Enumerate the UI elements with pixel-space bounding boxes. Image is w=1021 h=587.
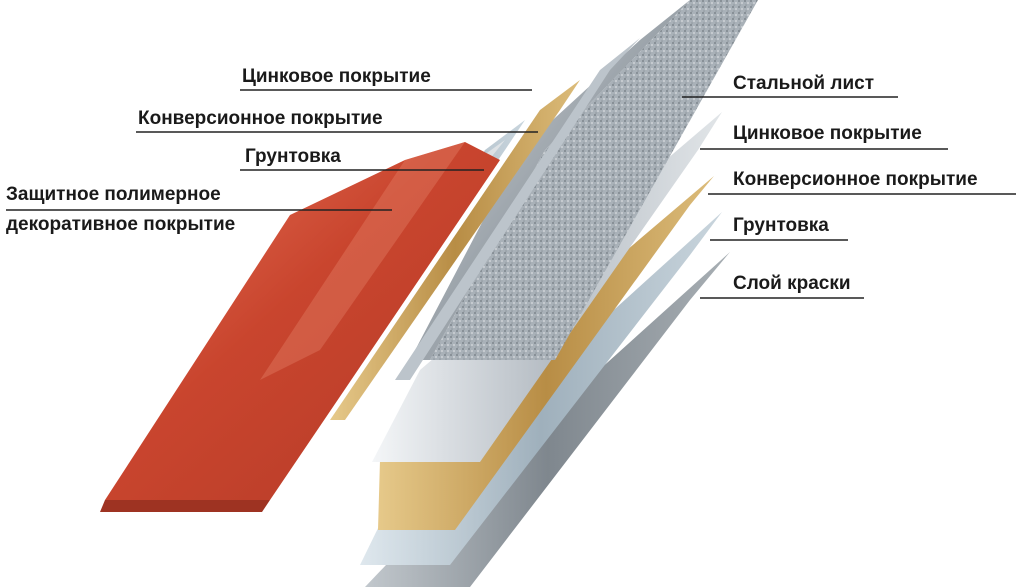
label-steel-right: Стальной лист [733, 73, 875, 94]
label-protective-line2: декоративное покрытие [6, 214, 236, 235]
label-zinc-left: Цинковое покрытие [242, 66, 431, 87]
polymer-layer [105, 142, 500, 500]
label-conversion-left: Конверсионное покрытие [138, 108, 383, 129]
label-conversion-right: Конверсионное покрытие [733, 169, 978, 190]
label-primer-left: Грунтовка [245, 146, 341, 167]
polymer-highlight [260, 142, 465, 380]
zinc-layer-left [395, 38, 640, 380]
label-primer-right: Грунтовка [733, 215, 829, 236]
polymer-layer-edge [100, 500, 270, 512]
label-zinc-right: Цинковое покрытие [733, 123, 922, 144]
label-paint-right: Слой краски [733, 273, 851, 294]
label-protective-line1: Защитное полимерное [6, 184, 221, 205]
conversion-layer-left [330, 80, 580, 420]
steel-core [430, 0, 758, 360]
